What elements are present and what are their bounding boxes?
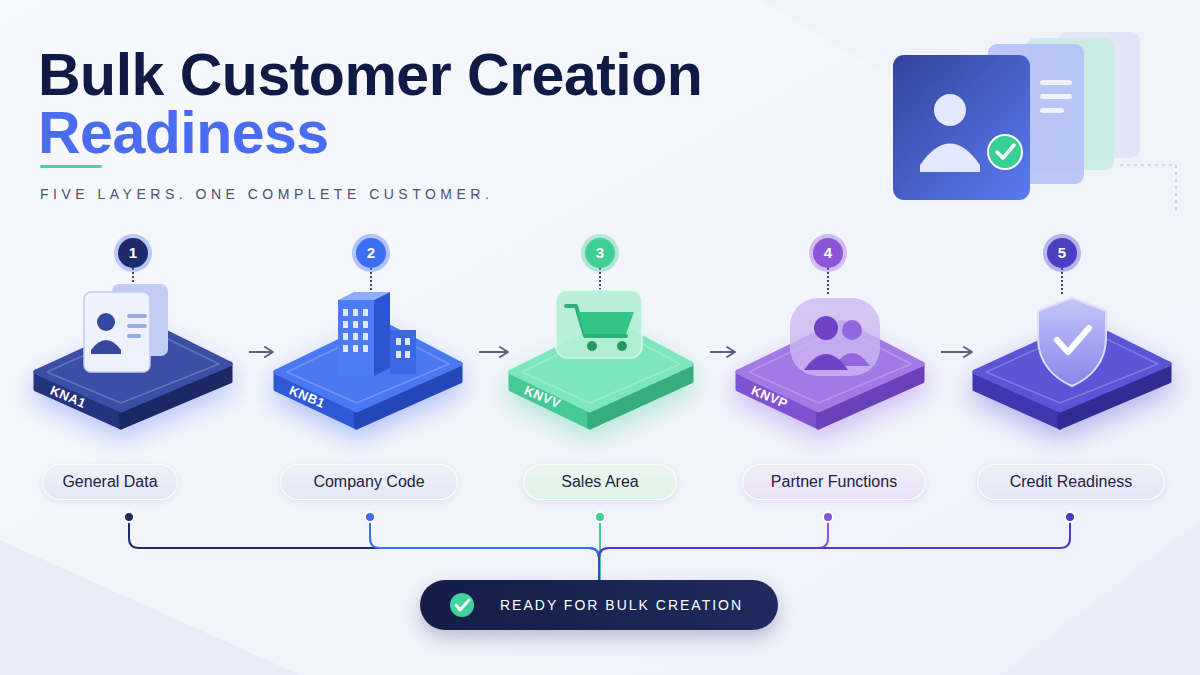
- background-facet: [760, 0, 1200, 260]
- layer-name: Partner Functions: [771, 473, 897, 491]
- platform-shape: [508, 298, 694, 430]
- card: [1058, 32, 1140, 158]
- connector: [925, 351, 972, 353]
- arrow-head: [500, 347, 508, 357]
- callout-number: 2: [356, 238, 386, 268]
- diagram-title: Bulk Customer Creation Readiness: [38, 46, 758, 162]
- background-facet: [0, 540, 300, 675]
- layer-name: Company Code: [313, 473, 424, 491]
- card-line: [1040, 94, 1072, 99]
- profile-head: [934, 94, 966, 126]
- card-line: [1040, 108, 1064, 113]
- layer-name-pill: Sales Area: [523, 464, 677, 500]
- leader-dots: [132, 268, 134, 294]
- connector: [129, 500, 599, 580]
- arrow-head: [265, 347, 273, 357]
- background-facet: [1000, 520, 1200, 675]
- card-line: [127, 314, 147, 318]
- leader-dots: [370, 268, 372, 294]
- connector-dot: [595, 512, 605, 522]
- connector: [370, 500, 599, 580]
- connector-dot: [823, 512, 833, 522]
- platform-shape: [972, 298, 1172, 430]
- connector-dot: [365, 512, 375, 522]
- building-roof: [338, 292, 390, 300]
- platform-shape: [33, 298, 233, 430]
- layer-name: Credit Readiness: [1010, 473, 1133, 491]
- card: [1026, 38, 1114, 170]
- title-underline: [40, 165, 102, 168]
- callout-number: 5: [1047, 238, 1077, 268]
- platform-top-face: [975, 322, 1169, 410]
- connector: [233, 351, 273, 353]
- connector: [599, 500, 828, 580]
- layer-name-pill: Partner Functions: [742, 464, 926, 500]
- profile-cards-illustration: [893, 32, 1176, 214]
- layer-name-pill: Credit Readiness: [977, 464, 1165, 500]
- check-mark: [997, 145, 1014, 158]
- leader-dots: [827, 268, 829, 294]
- status-pill: READY FOR BULK CREATION: [420, 580, 778, 630]
- leader-dots: [1061, 268, 1063, 294]
- callout-number: 4: [813, 238, 843, 268]
- status-text: READY FOR BULK CREATION: [500, 597, 778, 613]
- check-badge: [988, 135, 1022, 169]
- layer-platform: 4KNVP: [735, 298, 925, 430]
- layer-name: Sales Area: [561, 473, 638, 491]
- profile-body: [920, 144, 980, 173]
- card-line: [1040, 80, 1072, 85]
- platform-highlight: [986, 328, 1158, 403]
- arrow-head: [727, 347, 735, 357]
- connector: [694, 351, 735, 353]
- connector: [599, 500, 1070, 580]
- leader-dots: [599, 268, 601, 294]
- person-head: [97, 313, 115, 331]
- subtitle-caption: FIVE LAYERS. ONE COMPLETE CUSTOMER.: [40, 186, 493, 202]
- arrow-head: [964, 347, 972, 357]
- connector: [463, 351, 508, 353]
- layer-name: General Data: [62, 473, 157, 491]
- dotted-guide: [1120, 165, 1176, 214]
- connector: [599, 500, 601, 580]
- profile-card: [893, 55, 1030, 200]
- layer-platform: 5: [972, 298, 1172, 430]
- layer-platform: 3KNVV: [508, 298, 694, 430]
- platform-shape: [735, 298, 925, 430]
- layer-platform: 2KNB1: [273, 298, 463, 430]
- callout-number: 1: [118, 238, 148, 268]
- card: [988, 44, 1084, 184]
- layer-name-pill: Company Code: [280, 464, 458, 500]
- layer-name-pill: General Data: [42, 464, 178, 500]
- connector-dot: [1065, 512, 1075, 522]
- platform-shape: [273, 298, 463, 430]
- connector-dot: [124, 512, 134, 522]
- callout-number: 3: [585, 238, 615, 268]
- layer-platform: 1KNA1: [33, 298, 233, 430]
